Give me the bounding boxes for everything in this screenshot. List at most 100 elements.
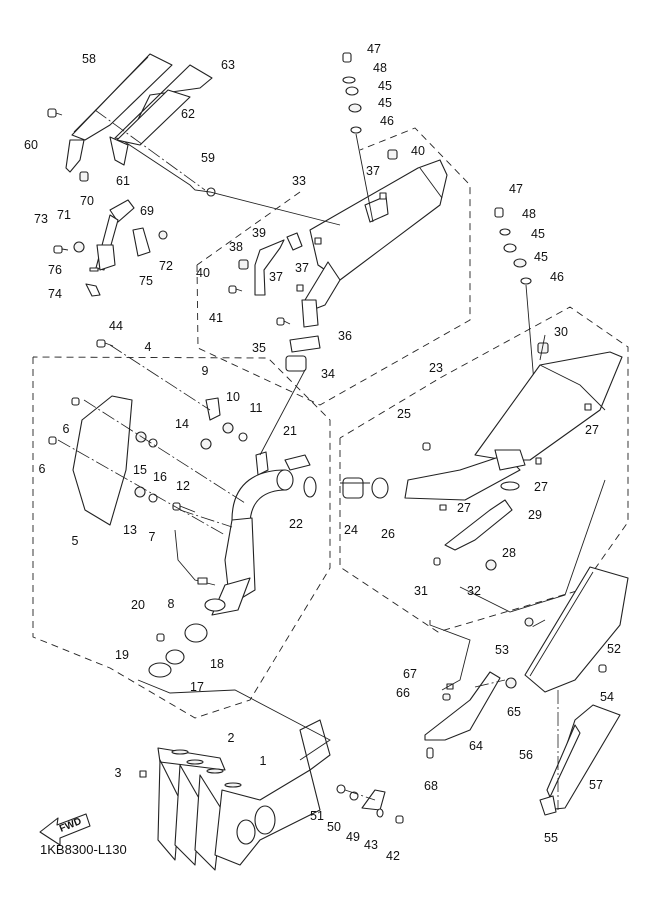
gasket-34 <box>285 355 307 372</box>
cover-61 <box>109 136 129 166</box>
callout-38: 38 <box>229 240 243 254</box>
damper-10 <box>222 422 234 434</box>
callout-66: 66 <box>396 686 410 700</box>
callout-74: 74 <box>48 287 62 301</box>
gaskets-2 <box>171 749 242 788</box>
callout-40b: 40 <box>196 266 210 280</box>
callout-61: 61 <box>116 174 130 188</box>
callout-73: 73 <box>34 212 48 226</box>
callout-48a: 48 <box>373 61 387 75</box>
clip-74 <box>85 283 101 297</box>
nut-3 <box>139 770 147 778</box>
callout-19: 19 <box>115 648 129 662</box>
nut-37b <box>314 237 322 245</box>
callout-8: 8 <box>168 597 175 611</box>
callout-17: 17 <box>190 680 204 694</box>
protector-52 <box>524 566 629 693</box>
bolt-35 <box>276 317 291 326</box>
callout-67: 67 <box>403 667 417 681</box>
callout-45b: 45 <box>378 96 392 110</box>
callout-45d: 45 <box>534 250 548 264</box>
nut-37c <box>296 284 304 292</box>
callout-20: 20 <box>131 598 145 612</box>
callout-42: 42 <box>386 849 400 863</box>
mount-stack-right <box>494 207 536 396</box>
bolt-20 <box>156 633 165 642</box>
callout-3: 3 <box>115 766 122 780</box>
cover-62 <box>116 89 191 146</box>
callout-45c: 45 <box>531 227 545 241</box>
bolt-51 <box>336 784 346 794</box>
callout-37a: 37 <box>366 164 380 178</box>
callout-18: 18 <box>210 657 224 671</box>
callout-13: 13 <box>123 523 137 537</box>
callout-26: 26 <box>381 527 395 541</box>
callout-27c: 27 <box>457 501 471 515</box>
nut-27c <box>439 504 447 511</box>
callout-28: 28 <box>502 546 516 560</box>
nut-71 <box>73 241 85 253</box>
callout-64: 64 <box>469 739 483 753</box>
callout-27a: 27 <box>585 423 599 437</box>
pin-76 <box>89 267 99 272</box>
assembly-23-boundary <box>339 306 629 633</box>
callout-54: 54 <box>600 690 614 704</box>
callout-56: 56 <box>519 748 533 762</box>
callout-60: 60 <box>24 138 38 152</box>
bolt-25 <box>422 442 431 451</box>
bolt-73 <box>53 245 69 254</box>
drawing-code: 1KB8300-L130 <box>40 842 127 857</box>
collar-16 <box>148 438 158 448</box>
screw-54 <box>598 664 607 673</box>
callout-46a: 46 <box>380 114 394 128</box>
nut-27a <box>584 403 592 411</box>
callout-35: 35 <box>252 341 266 355</box>
assembly-33-boundary <box>196 127 471 406</box>
callout-37c: 37 <box>269 270 283 284</box>
callout-32: 32 <box>467 584 481 598</box>
callout-40a: 40 <box>411 144 425 158</box>
callout-45a: 45 <box>378 79 392 93</box>
callout-39: 39 <box>252 226 266 240</box>
heat-shield-5 <box>72 395 133 526</box>
callout-47b: 47 <box>509 182 523 196</box>
callout-46b: 46 <box>550 270 564 284</box>
callout-51: 51 <box>310 809 324 823</box>
callout-21: 21 <box>283 424 297 438</box>
callout-55: 55 <box>544 831 558 845</box>
grommet-32 <box>485 559 497 571</box>
o2-sensor-8 <box>174 529 216 586</box>
bracket-9 <box>205 397 221 421</box>
bolt-6a <box>71 397 80 406</box>
callout-53: 53 <box>495 643 509 657</box>
nut-53 <box>524 617 534 627</box>
callout-22: 22 <box>289 517 303 531</box>
callout-50: 50 <box>327 820 341 834</box>
grommet-40b <box>238 259 249 270</box>
callout-36: 36 <box>338 329 352 343</box>
clamp-29 <box>500 481 520 491</box>
callout-24: 24 <box>344 523 358 537</box>
band-38 <box>254 239 285 296</box>
callout-43: 43 <box>364 838 378 852</box>
callout-33: 33 <box>292 174 306 188</box>
callout-30: 30 <box>554 325 568 339</box>
mount-stack-upper <box>342 52 374 223</box>
gasket-24 <box>342 477 364 499</box>
callout-70: 70 <box>80 194 94 208</box>
cover-57 <box>544 704 621 811</box>
bracket-64 <box>424 671 501 741</box>
callout-59: 59 <box>201 151 215 165</box>
collar-65 <box>505 677 517 689</box>
bolt-44 <box>96 339 114 348</box>
callout-63: 63 <box>221 58 235 72</box>
bracket-49 <box>361 789 386 811</box>
callout-47a: 47 <box>367 42 381 56</box>
clamp-18 <box>184 623 208 643</box>
forward-direction-arrow: FWD <box>39 813 91 846</box>
callout-12: 12 <box>176 479 190 493</box>
callout-9: 9 <box>202 364 209 378</box>
damper-39 <box>286 232 303 251</box>
callout-6b: 6 <box>39 462 46 476</box>
callout-62: 62 <box>181 107 195 121</box>
